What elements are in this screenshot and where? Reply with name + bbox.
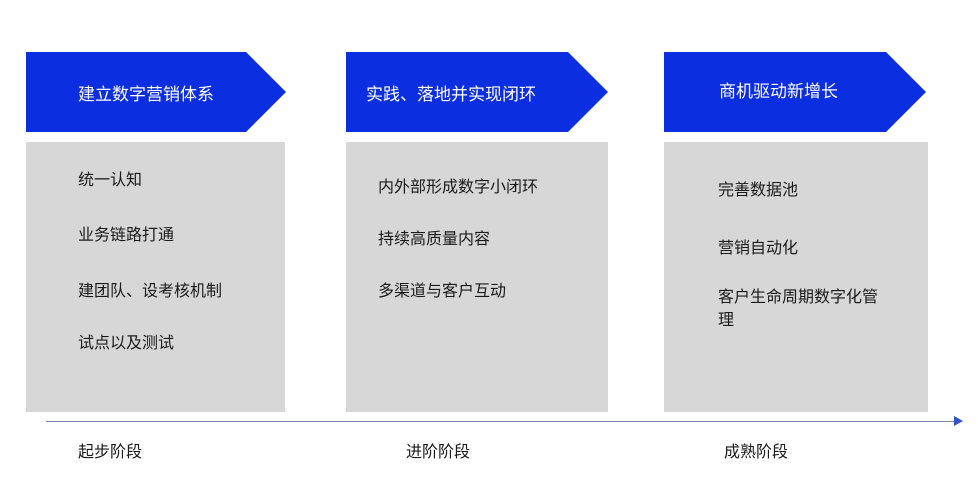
stage-1-label: 起步阶段 (78, 442, 143, 461)
stage-2-panel: 内外部形成数字小闭环 持续高质量内容 多渠道与客户互动 (346, 142, 608, 412)
stage-2-header: 实践、落地并实现闭环 (346, 52, 608, 132)
stage-1-item-3: 建团队、设考核机制 (78, 281, 223, 300)
stage-1-panel: 统一认知 业务链路打通 建团队、设考核机制 试点以及测试 (26, 142, 285, 412)
stage-1-item-2: 业务链路打通 (78, 225, 175, 244)
timeline-axis (46, 421, 960, 422)
stage-3-panel: 完善数据池 营销自动化 客户生命周期数字化管理 (664, 142, 928, 412)
timeline-arrow-icon (954, 416, 963, 426)
stage-1-header: 建立数字营销体系 (26, 52, 286, 132)
stage-3-item-1: 完善数据池 (718, 180, 799, 199)
stage-2-item-2: 持续高质量内容 (378, 229, 491, 248)
stage-2-item-3: 多渠道与客户互动 (378, 281, 507, 300)
stage-2-label: 进阶阶段 (406, 442, 471, 461)
stage-2-item-1: 内外部形成数字小闭环 (378, 177, 539, 196)
stage-1-header-label: 建立数字营销体系 (78, 84, 214, 105)
stage-3-item-2: 营销自动化 (718, 238, 799, 257)
stage-1-item-4: 试点以及测试 (78, 333, 175, 352)
stage-1-item-1: 统一认知 (78, 170, 143, 189)
stage-3-item-3: 客户生命周期数字化管理 (718, 287, 879, 329)
stage-2-header-label: 实践、落地并实现闭环 (366, 84, 536, 105)
stage-3-label: 成熟阶段 (724, 442, 789, 461)
stage-3-header-label: 商机驱动新增长 (719, 81, 838, 102)
stage-3-header: 商机驱动新增长 (664, 52, 926, 132)
